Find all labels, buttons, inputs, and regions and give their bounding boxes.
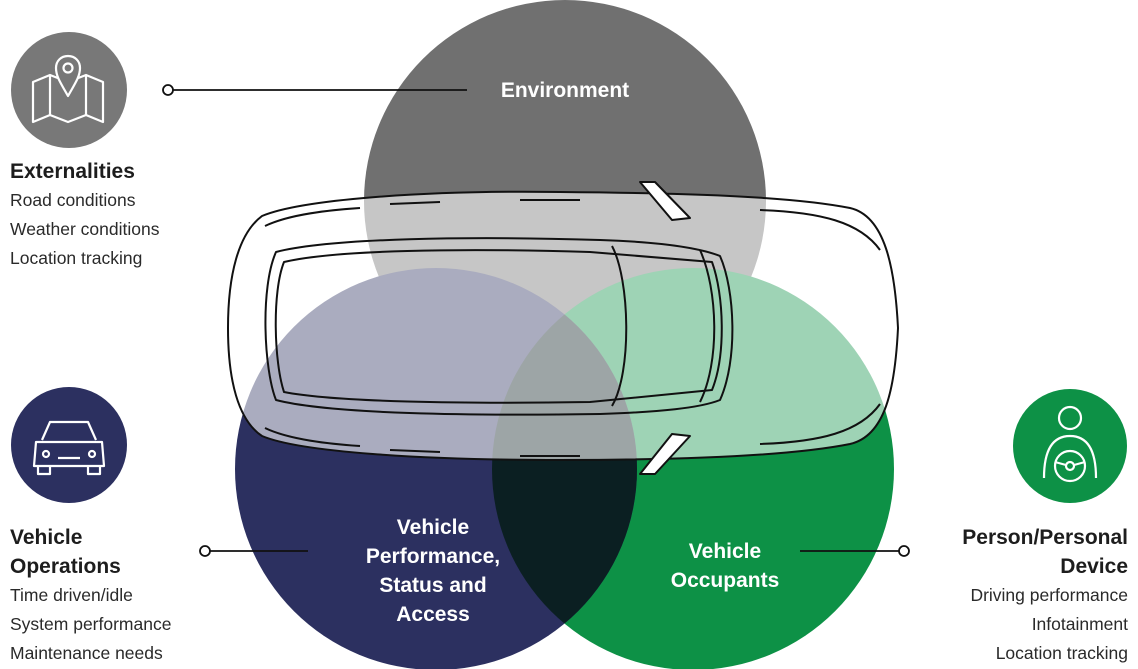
vehicle-operations-connector [199, 545, 308, 557]
title-line: Device [1060, 555, 1128, 578]
list-item: Time driven/idle [10, 585, 133, 605]
externalities-block: Externalities Road conditions Weather co… [10, 157, 160, 273]
map-pin-icon [11, 32, 127, 148]
title-line: Operations [10, 555, 121, 578]
vehicle-performance-label: Vehicle Performance, Status and Access [318, 513, 548, 629]
list-item: System performance [10, 614, 172, 634]
list-item: Road conditions [10, 190, 136, 210]
environment-label: Environment [500, 79, 630, 102]
vehicle-occupants-line: Occupants [670, 569, 780, 592]
vehicle-performance-line: Status and [379, 574, 487, 597]
list-item: Location tracking [995, 643, 1128, 663]
person-device-title: Person/Personal Device [868, 523, 1128, 581]
list-item: Maintenance needs [10, 643, 163, 663]
list-item: Location tracking [10, 248, 143, 268]
externalities-list: Road conditions Weather conditions Locat… [10, 186, 160, 273]
externalities-title: Externalities [10, 160, 135, 183]
car-illustration [227, 181, 899, 475]
vehicle-performance-line: Performance, [365, 545, 501, 568]
list-item: Driving performance [970, 585, 1128, 605]
person-device-block: Person/Personal Device Driving performan… [868, 523, 1128, 668]
externalities-connector [162, 84, 467, 96]
vehicle-occupants-line: Vehicle [688, 540, 762, 563]
vehicle-performance-line: Vehicle [396, 516, 470, 539]
vehicle-operations-block: Vehicle Operations Time driven/idle Syst… [10, 523, 171, 668]
vehicle-performance-line: Access [396, 603, 470, 626]
list-item: Infotainment [1031, 614, 1128, 634]
title-line: Vehicle [10, 526, 83, 549]
person-device-list: Driving performance Infotainment Locatio… [868, 581, 1128, 668]
car-front-icon [11, 387, 127, 503]
driver-steering-wheel-icon [1013, 389, 1127, 503]
title-line: Person/Personal [962, 526, 1128, 549]
list-item: Weather conditions [10, 219, 160, 239]
vehicle-operations-title: Vehicle Operations [10, 523, 171, 581]
vehicle-operations-list: Time driven/idle System performance Main… [10, 581, 171, 668]
person-device-connector [800, 545, 910, 557]
vehicle-occupants-label: Vehicle Occupants [625, 537, 825, 595]
